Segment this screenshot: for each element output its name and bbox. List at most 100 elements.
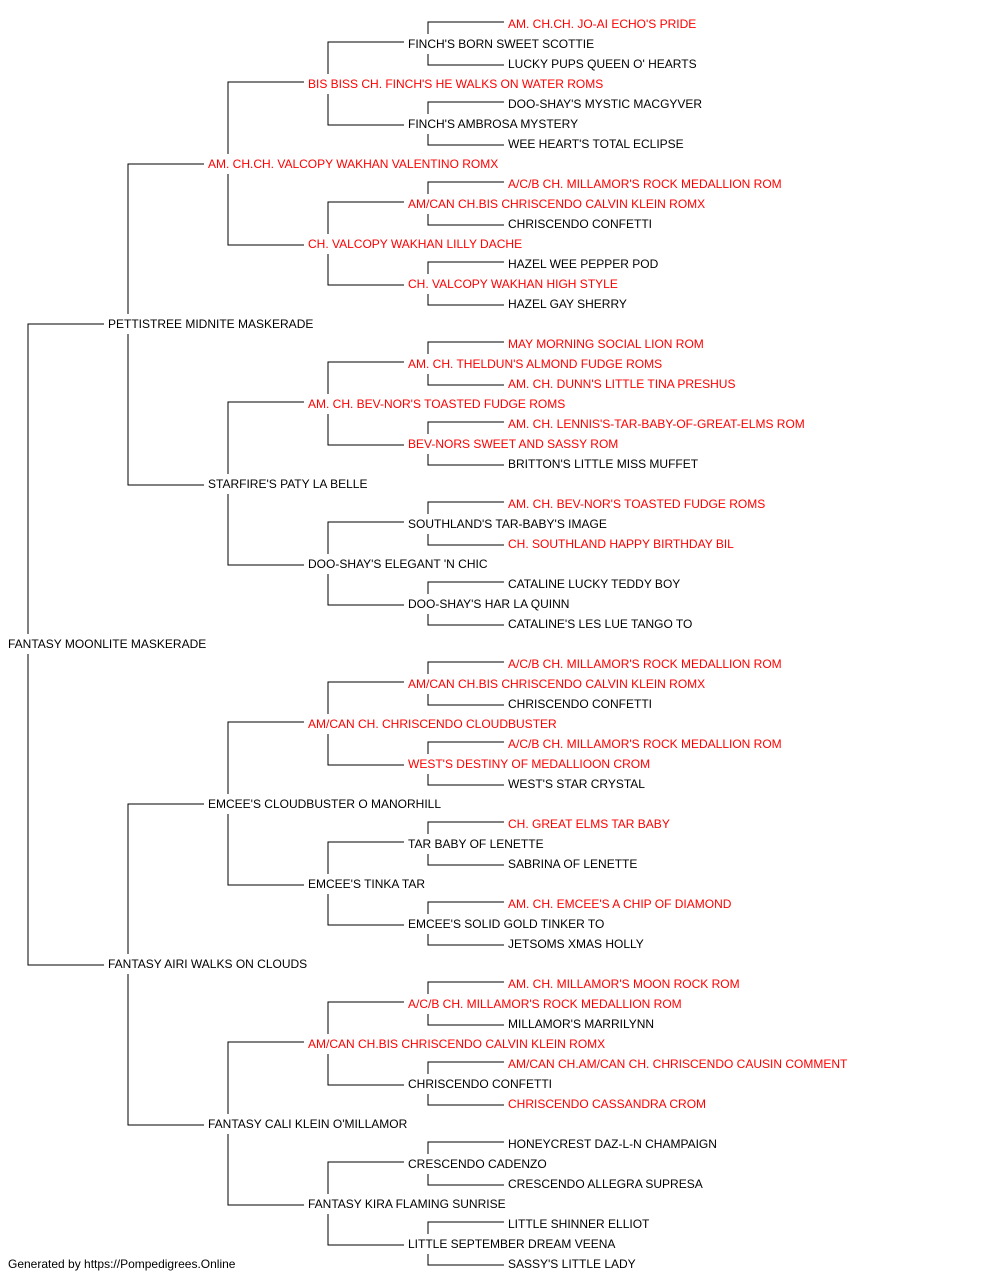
sire-name: AM/CAN CH. CHRISCENDO CLOUDBUSTER <box>308 717 557 731</box>
sire-name: AM. CH.CH. VALCOPY WAKHAN VALENTINO ROMX <box>208 157 499 171</box>
pedigree-connector <box>127 163 204 314</box>
generated-by-footer: Generated by https://Pompedigrees.Online <box>8 1257 236 1271</box>
dam-name: WEST'S STAR CRYSTAL <box>508 777 645 791</box>
pedigree-connector <box>427 501 504 514</box>
dam-name: EMCEE'S SOLID GOLD TINKER TO <box>408 917 605 931</box>
dam-name: LITTLE SEPTEMBER DREAM VEENA <box>408 1237 616 1251</box>
sire-name: PETTISTREE MIDNITE MASKERADE <box>108 317 314 331</box>
pedigree-connector <box>227 494 304 566</box>
pedigree-connector <box>427 741 504 754</box>
pedigree-connector <box>427 214 504 226</box>
dam-name: CHRISCENDO CONFETTI <box>508 217 652 231</box>
pedigree-connector <box>427 981 504 994</box>
sire-name: DOO-SHAY'S MYSTIC MACGYVER <box>508 97 703 111</box>
pedigree-connector <box>427 1254 504 1266</box>
sire-name: LITTLE SHINNER ELLIOT <box>508 1217 650 1231</box>
dam-name: CHRISCENDO CASSANDRA CROM <box>508 1097 707 1111</box>
pedigree-connector <box>427 1094 504 1106</box>
sire-name: A/C/B CH. MILLAMOR'S ROCK MEDALLION ROM <box>508 737 782 751</box>
dam-name: WEE HEART'S TOTAL ECLIPSE <box>508 137 684 151</box>
pedigree-connector <box>427 774 504 786</box>
pedigree-connector <box>327 254 404 286</box>
pedigree-connector <box>227 814 304 886</box>
pedigree-connector <box>327 574 404 606</box>
sire-name: CATALINE LUCKY TEDDY BOY <box>508 577 681 591</box>
dam-name: DOO-SHAY'S HAR LA QUINN <box>408 597 570 611</box>
pedigree-connector <box>227 721 304 794</box>
pedigree-connector <box>427 934 504 946</box>
pedigree-connector <box>427 1061 504 1074</box>
pedigree-connector <box>327 1214 404 1246</box>
pedigree-connector <box>427 181 504 194</box>
pedigree-connector <box>427 854 504 866</box>
pedigree-connector <box>227 1134 304 1206</box>
sire-name: AM. CH. EMCEE'S A CHIP OF DIAMOND <box>508 897 732 911</box>
pedigree-connector <box>327 841 404 874</box>
dam-name: CRESCENDO ALLEGRA SUPRESA <box>508 1177 703 1191</box>
pedigree-connector <box>227 81 304 154</box>
pedigree-connector <box>427 534 504 546</box>
pedigree-connector <box>27 323 104 634</box>
dam-name: DOO-SHAY'S ELEGANT 'N CHIC <box>308 557 488 571</box>
pedigree-connector <box>327 734 404 766</box>
pedigree-connector <box>427 821 504 834</box>
pedigree-connector <box>127 974 204 1126</box>
dam-name: CATALINE'S LES LUE TANGO TO <box>508 617 693 631</box>
dam-name: FANTASY KIRA FLAMING SUNRISE <box>308 1197 506 1211</box>
sire-name: AM/CAN CH.AM/CAN CH. CHRISCENDO CAUSIN C… <box>508 1057 848 1071</box>
pedigree-connector <box>327 1001 404 1034</box>
pedigree-connector <box>427 421 504 434</box>
sire-name: AM. CH. BEV-NOR'S TOASTED FUDGE ROMS <box>308 397 566 411</box>
dam-name: CH. SOUTHLAND HAPPY BIRTHDAY BIL <box>508 537 734 551</box>
pedigree-connector <box>427 374 504 386</box>
subject-dog-name: FANTASY MOONLITE MASKERADE <box>8 637 207 651</box>
pedigree-connector <box>127 334 204 486</box>
sire-name: AM. CH. LENNIS'S-TAR-BABY-OF-GREAT-ELMS … <box>508 417 805 431</box>
dam-name: SABRINA OF LENETTE <box>508 857 638 871</box>
sire-name: MAY MORNING SOCIAL LION ROM <box>508 337 704 351</box>
sire-name: HAZEL WEE PEPPER POD <box>508 257 659 271</box>
pedigree-connector <box>427 341 504 354</box>
dam-name: STARFIRE'S PATY LA BELLE <box>208 477 368 491</box>
pedigree-connector <box>427 614 504 626</box>
sire-name: HONEYCREST DAZ-L-N CHAMPAIGN <box>508 1137 717 1151</box>
sire-name: AM. CH. BEV-NOR'S TOASTED FUDGE ROMS <box>508 497 766 511</box>
pedigree-connector <box>427 581 504 594</box>
dam-name: SASSY'S LITTLE LADY <box>508 1257 636 1271</box>
pedigree-connector <box>227 174 304 246</box>
pedigree-connector <box>327 681 404 714</box>
pedigree-connector <box>327 521 404 554</box>
dam-name: FANTASY AIRI WALKS ON CLOUDS <box>108 957 308 971</box>
sire-name: A/C/B CH. MILLAMOR'S ROCK MEDALLION ROM <box>508 177 782 191</box>
sire-name: AM. CH. MILLAMOR'S MOON ROCK ROM <box>508 977 740 991</box>
dam-name: AM. CH. DUNN'S LITTLE TINA PRESHUS <box>508 377 736 391</box>
sire-name: SOUTHLAND'S TAR-BABY'S IMAGE <box>408 517 607 531</box>
pedigree-connector <box>427 1221 504 1234</box>
pedigree-connector <box>427 901 504 914</box>
pedigree-connector <box>427 454 504 466</box>
sire-name: FINCH'S BORN SWEET SCOTTIE <box>408 37 595 51</box>
pedigree-connector <box>327 894 404 926</box>
dam-name: CHRISCENDO CONFETTI <box>508 697 652 711</box>
pedigree-connector <box>427 134 504 146</box>
pedigree-connector <box>427 694 504 706</box>
pedigree-connector <box>227 1041 304 1114</box>
dam-name: FINCH'S AMBROSA MYSTERY <box>408 117 579 131</box>
pedigree-connector <box>427 1141 504 1154</box>
sire-name: AM/CAN CH.BIS CHRISCENDO CALVIN KLEIN RO… <box>408 197 706 211</box>
pedigree-connector <box>327 1054 404 1086</box>
dam-name: FANTASY CALI KLEIN O'MILLAMOR <box>208 1117 408 1131</box>
pedigree-connector <box>427 661 504 674</box>
pedigree-connector <box>327 41 404 74</box>
pedigree-connector <box>127 803 204 954</box>
pedigree-connector <box>327 361 404 394</box>
dam-name: LUCKY PUPS QUEEN O' HEARTS <box>508 57 697 71</box>
pedigree-connector <box>427 54 504 66</box>
pedigree-connector <box>327 1161 404 1194</box>
dam-name: CH. VALCOPY WAKHAN LILLY DACHE <box>308 237 523 251</box>
dam-name: CHRISCENDO CONFETTI <box>408 1077 552 1091</box>
pedigree-connector <box>227 401 304 474</box>
pedigree-connector <box>327 94 404 126</box>
sire-name: AM/CAN CH.BIS CHRISCENDO CALVIN KLEIN RO… <box>408 677 706 691</box>
